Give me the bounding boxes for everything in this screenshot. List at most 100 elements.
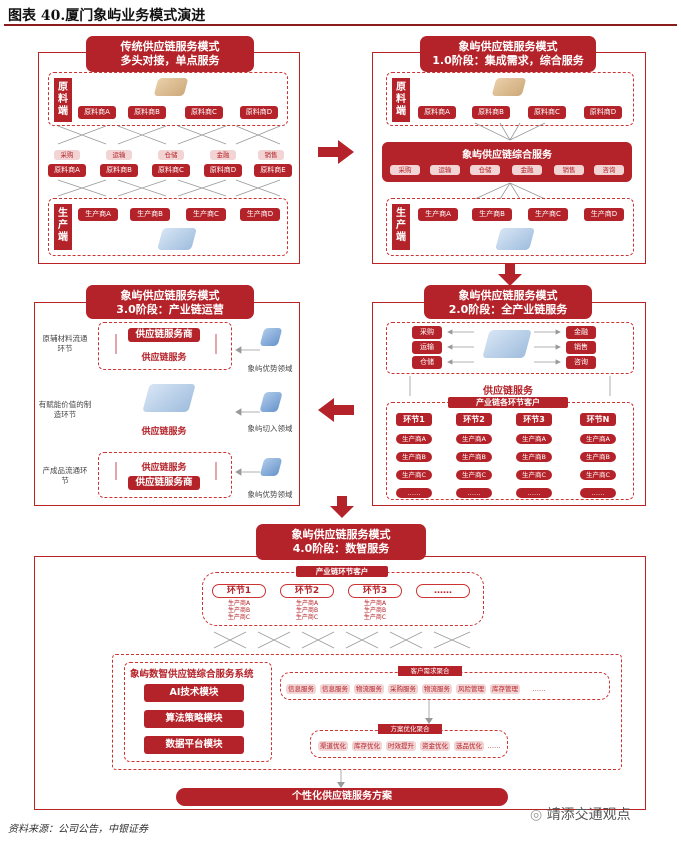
traditional-service: 采购 [54, 150, 80, 160]
watermark: ◎ 靖添交通观点 [530, 804, 631, 824]
traditional-tab-line2: 多头对接，单点服务 [120, 54, 220, 67]
stage2-service-zone [386, 322, 634, 374]
stage1-prod-label: 生产端 [392, 204, 410, 250]
traditional-tab-line1: 传统供应链服务模式 [120, 40, 220, 53]
stage2-column-item: …… [580, 488, 616, 498]
traditional-mid-item: 原料商B [100, 164, 138, 177]
stage2-column-item: 生产商B [580, 452, 616, 462]
stage3-left-pointing-arrows [235, 346, 260, 476]
stage4-plan-item: 时效提升 [386, 741, 416, 751]
stage1-diverge-arrows [474, 182, 546, 200]
stage1-service: 销售 [554, 165, 584, 175]
stage2-column-head: 环节2 [456, 413, 492, 426]
stage1-raw-item: 原料商B [472, 106, 510, 119]
factory-illustration [495, 228, 535, 250]
stage1-integrated-box [382, 142, 632, 182]
stage1-prod-item: 生产商B [472, 208, 512, 221]
stage4-link-sub: 生产商A [363, 600, 387, 607]
stage4-tab: 象屿供应链服务模式 4.0阶段：数智服务 [256, 524, 426, 560]
stage2-left-service: 仓储 [412, 356, 442, 369]
traditional-mid-item: 原料商A [48, 164, 86, 177]
stage4-link-sub: 生产商A [227, 600, 251, 607]
stage4-plan-item: …… [487, 742, 501, 750]
stage1-prod-zone [386, 198, 634, 256]
stage2-right-service: 金融 [566, 326, 596, 339]
stage4-module: 数据平台模块 [144, 736, 244, 754]
warehouse-illustration [491, 78, 527, 96]
stage2-column-item: …… [396, 488, 432, 498]
traditional-prod-item: 生产商A [78, 208, 118, 221]
stage3-top-provider: 供应链服务商 [128, 328, 200, 342]
stage1-service: 咨询 [594, 165, 624, 175]
stage4-link: 环节3 [348, 584, 402, 598]
traditional-service: 金融 [210, 150, 236, 160]
traditional-mid-item: 原料商E [254, 164, 292, 177]
stage3-middle-service: 供应链服务 [141, 427, 187, 437]
stage2-column-item: 生产商C [456, 470, 492, 480]
stage2-customers-label: 产业链各环节客户 [448, 397, 568, 408]
stage4-plan-item: 资金优化 [420, 741, 450, 751]
stage4-module: 算法策略模块 [144, 710, 244, 728]
stage4-tab-line2: 4.0阶段：数智服务 [292, 542, 390, 555]
traditional-prod-item: 生产商B [130, 208, 170, 221]
stage1-service: 仓储 [470, 165, 500, 175]
watermark-text: 靖添交通观点 [546, 807, 631, 823]
stage1-raw-item: 原料商C [528, 106, 566, 119]
stage1-raw-item: 原料商A [418, 106, 456, 119]
warehouse-illustration [153, 78, 189, 96]
stage2-column-item: 生产商A [456, 434, 492, 444]
stage1-tab-line2: 1.0阶段：集成需求，综合服务 [432, 54, 584, 67]
stage4-link: 环节1 [212, 584, 266, 598]
stage1-service: 金融 [512, 165, 542, 175]
stage4-cross-arrows [213, 631, 471, 649]
stage2-column-item: 生产商C [516, 470, 552, 480]
traditional-prod-item: 生产商C [186, 208, 226, 221]
stage3-bottom-box [98, 452, 232, 498]
stage4-demand-item: 采购服务 [388, 684, 418, 694]
stage3-right-label: 象屿优势领域 [247, 364, 293, 373]
stage4-demand-to-plan-arrow [425, 700, 433, 724]
stage1-converge-arrows-top [474, 122, 546, 141]
stage1-raw-zone [386, 72, 634, 126]
traditional-raw-zone [48, 72, 288, 126]
traditional-prod-label: 生产端 [54, 204, 72, 250]
stage3-top-box [98, 322, 232, 370]
stage2-column-head: 环节N [580, 413, 616, 426]
stage1-prod-item: 生产商C [528, 208, 568, 221]
stage1-service: 采购 [390, 165, 420, 175]
stage2-column-item: 生产商B [456, 452, 492, 462]
stage4-link-sub: 生产商C [363, 614, 387, 621]
stage1-prod-item: 生产商A [418, 208, 458, 221]
stage3-right-label: 象屿优势领域 [247, 490, 293, 499]
traditional-raw-label: 原料端 [54, 78, 72, 122]
stage1-integrated-title: 象屿供应链综合服务 [462, 150, 552, 161]
stage4-demand-item: 信息服务 [320, 684, 350, 694]
stage1-raw-label: 原料端 [392, 78, 410, 122]
stage4-demand-item: 物流服务 [422, 684, 452, 694]
down-arrow-icon [330, 496, 354, 518]
stage4-link-sub: 生产商C [295, 614, 319, 621]
traditional-mid-item: 原料商C [152, 164, 190, 177]
traditional-cross-arrows-top [57, 125, 281, 145]
stage3-tab: 象屿供应链服务模式 3.0阶段：产业链运营 [86, 285, 254, 319]
stage2-right-service: 咨询 [566, 356, 596, 369]
stage3-top-arrows [115, 334, 217, 354]
stage4-demand-item: 物流服务 [354, 684, 384, 694]
factory-illustration [157, 228, 197, 250]
figure-title: 图表 40.厦门象屿业务模式演进 [8, 8, 206, 24]
stage4-demand-item: …… [532, 685, 546, 693]
stage4-demand-item: 风险管理 [456, 684, 486, 694]
traditional-raw-item: 原料商C [185, 106, 223, 119]
stage2-column-item: 生产商B [516, 452, 552, 462]
stage2-column-item: 生产商A [580, 434, 616, 444]
stage4-link-sub: 生产商C [227, 614, 251, 621]
stage4-plan-item: 渠道优化 [318, 741, 348, 751]
stage4-tab-line1: 象屿供应链服务模式 [291, 528, 391, 541]
stage3-bottom-provider: 供应链服务商 [128, 476, 200, 490]
stage4-customers-label: 产业链环节客户 [296, 566, 388, 577]
stage2-column-head: 环节3 [516, 413, 552, 426]
right-arrow-icon [318, 140, 354, 164]
stage4-plan-item: 库存优化 [352, 741, 382, 751]
down-arrow-icon [498, 264, 522, 286]
stage2-column-item: 生产商A [516, 434, 552, 444]
